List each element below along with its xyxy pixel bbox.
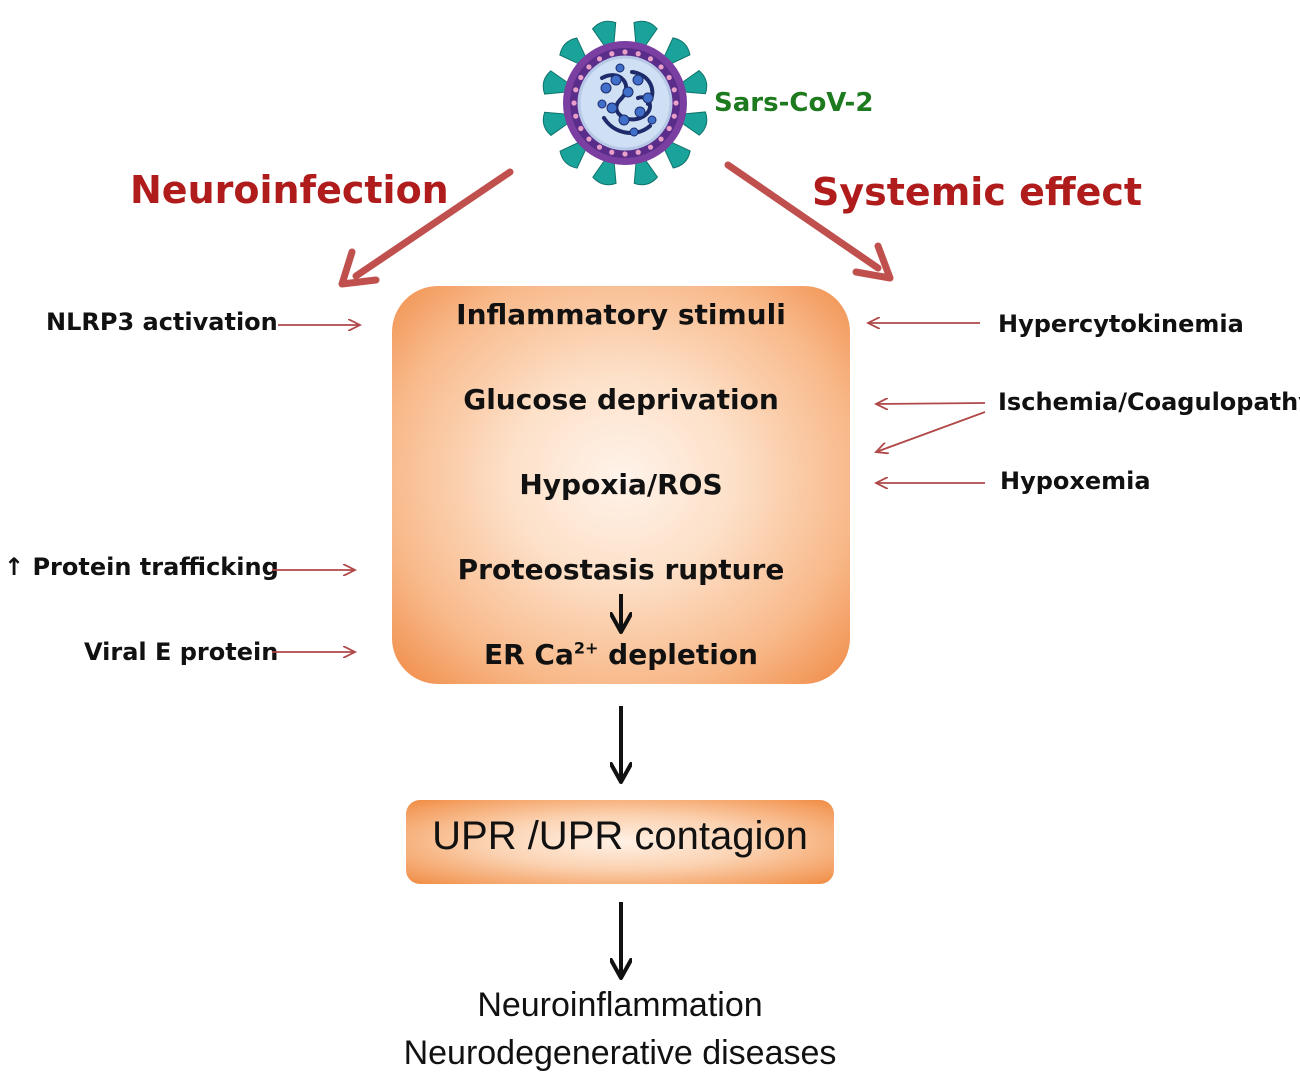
membrane-dot	[573, 113, 579, 119]
virus-label: Sars-CoV-2	[714, 88, 874, 118]
outcome-neurodegenerative: Neurodegenerative diseases	[403, 1034, 837, 1072]
spike-shape	[542, 70, 571, 95]
membrane-dot	[596, 144, 603, 150]
membrane-dot	[573, 87, 579, 93]
stimulus-inflammatory: Inflammatory stimuli	[456, 298, 786, 331]
membrane-dot	[671, 87, 677, 93]
spike-shape	[662, 37, 691, 66]
membrane-dot	[666, 74, 672, 81]
branch-neuroinfection: Neuroinfection	[130, 168, 449, 212]
er-suffix: depletion	[598, 638, 758, 671]
upr-box	[406, 800, 834, 884]
input-protein-trafficking: ↑ Protein trafficking	[4, 553, 279, 581]
membrane-dot	[622, 151, 628, 157]
membrane-dot	[635, 51, 641, 57]
membrane-dot	[622, 49, 628, 55]
stimulus-proteostasis: Proteostasis rupture	[457, 553, 785, 586]
outcome-neuroinflammation: Neuroinflammation	[477, 986, 763, 1024]
membrane-dot	[609, 51, 615, 57]
membrane-dot	[671, 113, 677, 119]
membrane-dot	[658, 64, 664, 70]
membrane-dot	[647, 56, 654, 62]
stimulus-glucose: Glucose deprivation	[463, 383, 779, 416]
membrane-dot	[658, 136, 664, 142]
spike-shape	[559, 37, 588, 66]
membrane-dot	[596, 56, 603, 62]
spike-shape	[633, 157, 659, 186]
spike-shape	[662, 140, 691, 169]
membrane-dot	[666, 125, 672, 132]
membrane-dot	[647, 144, 654, 150]
spike-shape	[591, 20, 617, 49]
membrane-dot	[578, 74, 584, 81]
spike-shape	[633, 20, 658, 49]
input-hypercytokinemia: Hypercytokinemia	[998, 310, 1244, 338]
branch-arrow-left	[338, 168, 514, 288]
input-hypoxemia: Hypoxemia	[1000, 467, 1151, 495]
spike-shape	[679, 111, 708, 136]
stimulus-er-depletion: ER Ca2+ depletion	[392, 638, 850, 671]
membrane-dot	[586, 136, 592, 142]
input-nlrp3: NLRP3 activation	[46, 308, 278, 336]
spike-shape	[592, 157, 617, 186]
stimulus-hypoxia: Hypoxia/ROS	[519, 468, 723, 501]
branch-systemic-effect: Systemic effect	[812, 170, 1143, 214]
upr-label: UPR /UPR contagion	[432, 814, 808, 858]
membrane-dot	[609, 149, 615, 155]
er-prefix: ER Ca	[483, 638, 574, 671]
arrow-ischemia-1	[876, 403, 986, 404]
membrane-dot	[673, 100, 679, 106]
spike-shape	[559, 140, 588, 169]
membrane-dot	[635, 149, 641, 155]
input-ischemia: Ischemia/Coagulopathy	[998, 388, 1300, 416]
er-superscript: 2+	[573, 638, 599, 658]
membrane-dot	[571, 100, 577, 106]
input-viral-e-protein: Viral E protein	[84, 638, 279, 666]
spike-shape	[679, 69, 708, 95]
coronavirus-icon	[542, 20, 708, 186]
spike-shape	[542, 111, 571, 137]
membrane-dot	[586, 64, 592, 70]
branch-arrow-right	[724, 161, 894, 282]
arrow-ischemia-2	[876, 411, 986, 452]
membrane-dot	[578, 125, 584, 132]
